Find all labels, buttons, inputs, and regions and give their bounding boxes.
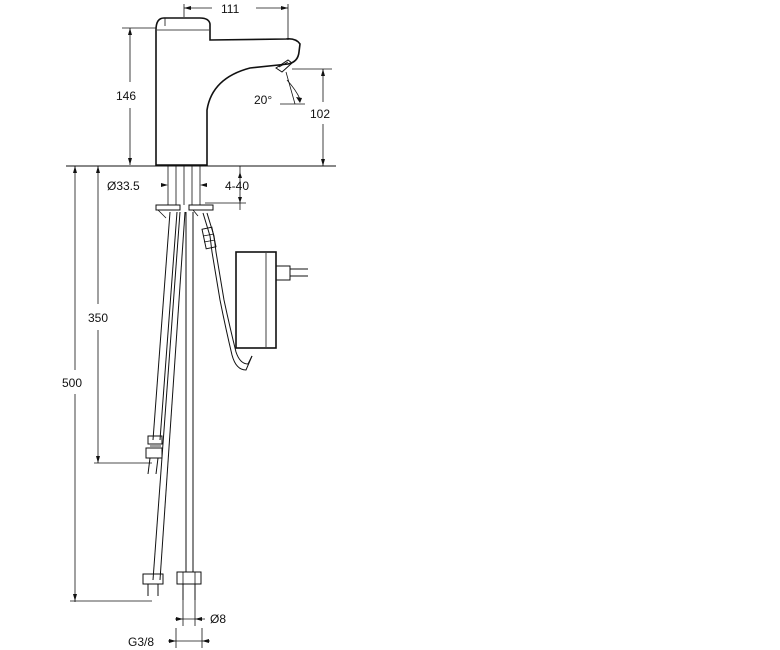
dimension-thread-g3-8: G3/8 <box>128 628 210 649</box>
dim-146-label: 146 <box>116 89 136 103</box>
mounting-shank: Ø33.5 4-40 <box>107 166 249 210</box>
dim-111-label: 111 <box>221 2 240 16</box>
dim-350-label: 350 <box>88 311 108 325</box>
power-supply-unit <box>235 251 308 349</box>
dimension-width-111: 111 <box>183 2 289 40</box>
dim-102-label: 102 <box>310 107 330 121</box>
dimension-height-102: 102 <box>292 68 332 166</box>
fixing-bracket <box>155 204 214 219</box>
dimension-angle-20: 20° <box>254 71 305 107</box>
dimension-length-500: 500 <box>62 166 152 602</box>
dim-4-40-label: 4-40 <box>225 179 249 193</box>
flexible-hoses <box>142 211 202 600</box>
dimension-length-350: 350 <box>88 166 152 464</box>
dim-diameter-8-label: Ø8 <box>210 612 226 626</box>
angle-20-label: 20° <box>254 93 272 107</box>
dim-500-label: 500 <box>62 376 82 390</box>
faucet-body <box>155 17 301 166</box>
dimension-height-146: 146 <box>116 27 156 165</box>
sensor-cable <box>201 212 253 371</box>
thread-g3-8-label: G3/8 <box>128 635 154 649</box>
dimension-diameter-8: Ø8 <box>175 600 226 626</box>
dim-diameter-33-5-label: Ø33.5 <box>107 179 140 193</box>
